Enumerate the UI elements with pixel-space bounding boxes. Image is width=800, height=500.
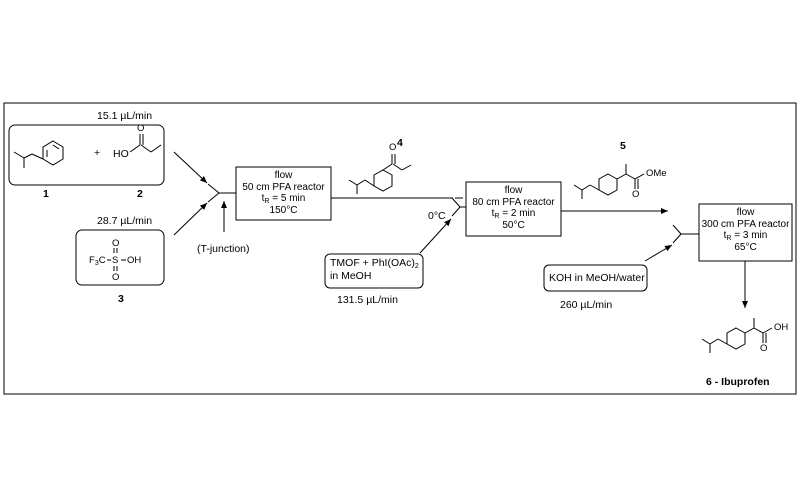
reactor-2-text: flow 80 cm PFA reactor tR = 2 min 50°C	[467, 185, 560, 231]
triflic-o-top: O	[112, 238, 120, 249]
oh-label-6: OH	[774, 322, 789, 333]
ho-label: HO	[113, 148, 129, 160]
reactor-box-1	[235, 166, 332, 221]
o-label-6: O	[760, 343, 768, 354]
t-junction-3	[672, 224, 699, 244]
compound-label-6: 6 - Ibuprofen	[706, 376, 770, 388]
o-label-5: O	[632, 189, 640, 200]
reactor-1-line4: 150°C	[269, 204, 298, 216]
koh-label: KOH in MeOH/water	[549, 272, 645, 284]
triflic-s: S	[112, 255, 119, 266]
reactor-2-line3: tR = 2 min	[491, 208, 536, 220]
structure-ibuprofen	[701, 318, 773, 353]
plus-sign: +	[94, 147, 101, 159]
flow-rate-2: 28.7 µL/min	[97, 215, 153, 227]
compound-label-2: 2	[137, 188, 143, 200]
compound-label-4: 4	[397, 137, 403, 149]
reagent-box-koh	[543, 264, 648, 292]
reactor-3-line2: 300 cm PFA reactor	[701, 218, 790, 230]
structure-isobutylbenzene	[13, 140, 64, 168]
t-junction-1	[207, 183, 236, 203]
structure-compound-5	[573, 164, 645, 199]
reactant-box-3	[75, 229, 165, 286]
compound-label-3: 3	[118, 293, 124, 305]
o-label-4: O	[389, 142, 397, 153]
reactor-2-line1: flow	[504, 185, 523, 196]
tmof-line1: TMOF + PhI(OAc)2	[330, 257, 419, 270]
flow-rate-4: 260 µL/min	[560, 299, 613, 311]
structure-triflic-acid	[107, 248, 126, 271]
tmof-line2: in MeOH	[330, 270, 372, 282]
reactor-3-text: flow 300 cm PFA reactor tR = 3 min 65°C	[700, 207, 791, 253]
o-label-2: O	[137, 123, 145, 134]
flow-rate-3: 131.5 µL/min	[337, 294, 398, 306]
structure-compound-4	[348, 154, 412, 194]
t-junction-label: (T-junction)	[197, 243, 250, 255]
triflic-o-bottom: O	[112, 272, 120, 283]
triflic-oh: OH	[127, 255, 142, 266]
ome-label: OMe	[646, 168, 667, 179]
temp-0c-label: 0°C	[428, 210, 446, 222]
reagent-box-tmof	[324, 253, 424, 289]
reactor-3-line1: flow	[736, 207, 755, 218]
reactor-box-2	[465, 181, 562, 237]
outer-frame	[3, 102, 797, 395]
triflic-f3c: F3C	[89, 255, 106, 267]
reactor-3-line4: 65°C	[734, 241, 757, 253]
flow-rate-1: 15.1 µL/min	[97, 110, 153, 122]
reactor-2-line4: 50°C	[502, 219, 525, 231]
t-junction-2	[451, 197, 466, 217]
reactor-3-line3: tR = 3 min	[723, 230, 768, 242]
reactant-box-1-2	[8, 124, 165, 186]
reactor-1-line2: 50 cm PFA reactor	[242, 181, 325, 193]
reactor-1-text: flow 50 cm PFA reactor tR = 5 min 150°C	[237, 170, 330, 216]
reactor-1-line3: tR = 5 min	[261, 193, 306, 205]
reactor-2-line2: 80 cm PFA reactor	[472, 196, 555, 208]
compound-label-1: 1	[43, 188, 49, 200]
compound-label-5: 5	[620, 140, 626, 152]
structure-propanoic-acid	[129, 134, 162, 153]
reactor-1-line1: flow	[274, 170, 293, 181]
